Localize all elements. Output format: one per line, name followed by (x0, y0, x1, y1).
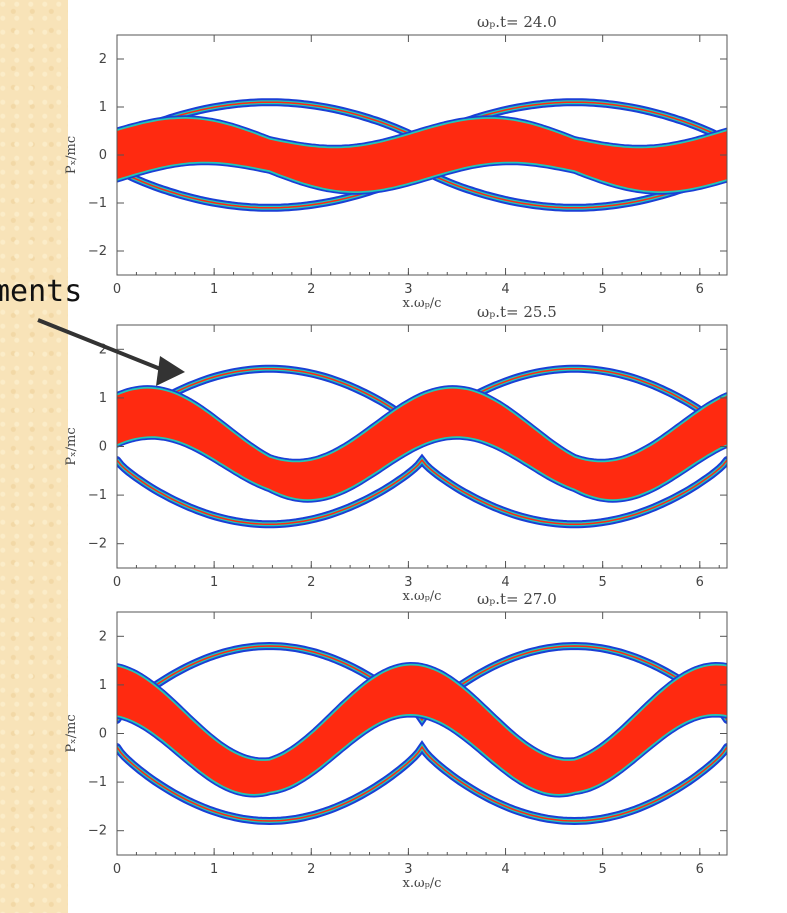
x-tick-label: 5 (599, 862, 607, 877)
y-tick-label: −1 (88, 775, 107, 790)
y-tick-label: 1 (99, 391, 107, 406)
x-tick-label: 0 (113, 282, 121, 297)
x-tick-label: 4 (501, 862, 509, 877)
core-band (117, 665, 727, 794)
y-tick-label: 1 (99, 100, 107, 115)
panel-1: 0 1 2 3 4 5 6 2 1 0 −1 −2 x.ωₚ/c Pₓ/mc ωₚ.t= 24.0 (64, 13, 728, 311)
separatrix-core (117, 745, 727, 822)
phase-space-density (117, 641, 727, 826)
y-tick-label: 2 (99, 52, 107, 67)
x-tick-label: 0 (113, 862, 121, 877)
y-tick-label: 2 (99, 342, 107, 357)
panel-2: 0 1 2 3 4 5 6 2 1 0 −1 −2 x.ωₚ/c Pₓ/mc ωₚ.t= 25.5 (64, 303, 728, 604)
phase-space-density (117, 98, 727, 212)
x-tick-label: 2 (307, 282, 315, 297)
y-axis-label: Pₓ/mc (64, 714, 79, 752)
x-tick-label: 1 (210, 862, 218, 877)
core-band (117, 118, 727, 192)
y-tick-label: −1 (88, 488, 107, 503)
y-tick-label: 0 (99, 148, 107, 163)
x-tick-label: 1 (210, 282, 218, 297)
x-tick-label: 5 (599, 282, 607, 297)
phase-space-density (117, 364, 727, 529)
panel-title: ωₚ.t= 25.5 (477, 303, 557, 321)
x-tick-label: 4 (501, 575, 509, 590)
separatrix-core (117, 458, 727, 526)
x-tick-label: 2 (307, 862, 315, 877)
annotation-arrow-head (156, 356, 185, 386)
y-tick-label: −1 (88, 196, 107, 211)
x-tick-label: 0 (113, 575, 121, 590)
y-tick-label: −2 (88, 244, 107, 259)
panel-title: ωₚ.t= 27.0 (477, 590, 557, 608)
x-tick-label: 5 (599, 575, 607, 590)
y-tick-label: −2 (88, 824, 107, 839)
x-tick-label: 6 (696, 862, 704, 877)
x-axis-label: x.ωₚ/c (403, 589, 442, 604)
y-axis-label: Pₓ/mc (64, 136, 79, 174)
y-tick-label: 1 (99, 678, 107, 693)
y-tick-label: 2 (99, 629, 107, 644)
x-tick-label: 3 (404, 862, 412, 877)
x-tick-label: 6 (696, 575, 704, 590)
x-tick-label: 2 (307, 575, 315, 590)
core-band (117, 388, 727, 500)
y-tick-label: 0 (99, 440, 107, 455)
x-axis-label: x.ωₚ/c (403, 876, 442, 891)
y-tick-label: 0 (99, 727, 107, 742)
x-tick-label: 6 (696, 282, 704, 297)
y-tick-label: −2 (88, 537, 107, 552)
x-tick-label: 4 (501, 282, 509, 297)
annotation-arrow-shaft (37, 318, 169, 374)
annotation-label: ments (0, 274, 82, 309)
panel-title: ωₚ.t= 24.0 (477, 13, 557, 31)
x-tick-label: 3 (404, 575, 412, 590)
y-axis-label: Pₓ/mc (64, 427, 79, 465)
separatrix-core (117, 645, 727, 722)
x-tick-label: 1 (210, 575, 218, 590)
x-axis-label: x.ωₚ/c (403, 296, 442, 311)
x-tick-label: 3 (404, 282, 412, 297)
